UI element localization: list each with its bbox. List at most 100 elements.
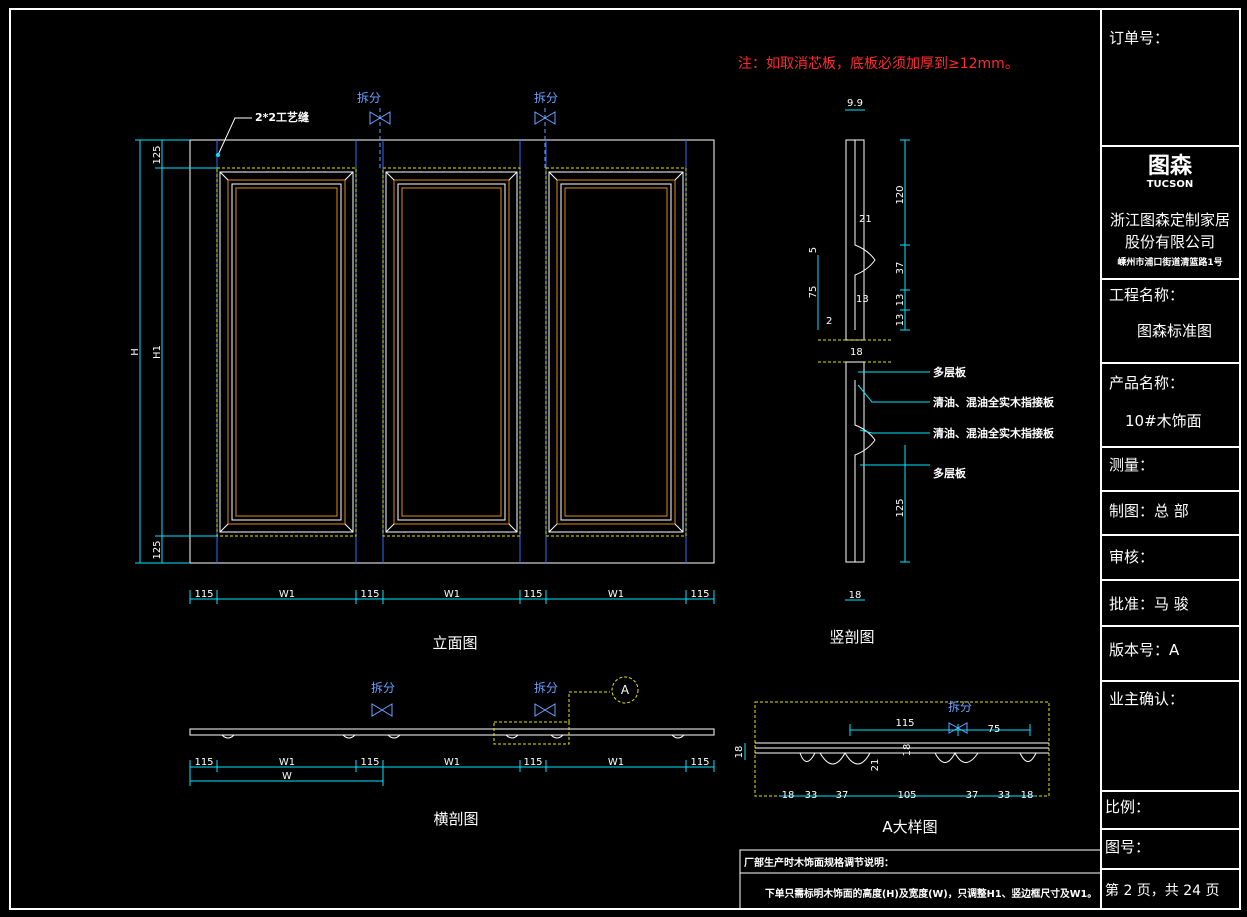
scale-label: 比例： [1105, 798, 1151, 816]
tb-owner: 业主确认： [1101, 680, 1239, 790]
drawing-frame [9, 8, 1241, 910]
vsec-dim-l2: 75 [808, 286, 819, 299]
elevation-panel-3 [545, 167, 687, 537]
detail-dim-b6: 33 [998, 790, 1011, 801]
detail-a-title: A大样图 [882, 818, 937, 836]
vsec-small-1: 21 [859, 214, 872, 225]
svg-text:拆分: 拆分 [371, 680, 395, 695]
dim-bottom-3: 115 [360, 589, 379, 600]
split-marker-2: 拆分 [534, 90, 558, 168]
product-label: 产品名称： [1109, 374, 1185, 392]
elevation-view: 拆分 拆分 2*2工艺缝 125 H1 125 H [130, 90, 715, 652]
company-line1: 浙江图森定制家居 [1109, 211, 1230, 229]
detail-dim-b5: 37 [966, 790, 979, 801]
svg-text:拆分: 拆分 [357, 90, 381, 105]
page-label: 第 2 页，共 24 页 [1105, 883, 1220, 899]
svg-text:拆分: 拆分 [948, 699, 972, 714]
vsec-callout-1: 多层板 [933, 365, 967, 379]
tb-review: 审核： [1101, 534, 1239, 579]
detail-dim-top-1: 115 [895, 718, 914, 729]
svg-text:拆分: 拆分 [534, 680, 558, 695]
vsec-dim-l1: 5 [808, 247, 819, 253]
detail-dim-top-2: 75 [988, 724, 1001, 735]
tb-product: 产品名称： 10#木饰面 [1101, 362, 1239, 446]
tb-version: 版本号：A [1101, 625, 1239, 680]
vertical-section: 9.9 120 37 13 13 125 5 75 2 21 13 [808, 98, 1055, 646]
hsec-dim-3: 115 [360, 757, 379, 768]
tb-page: 第 2 页，共 24 页 [1101, 868, 1239, 909]
detail-dim-b7: 18 [1021, 790, 1034, 801]
svg-text:2*2工艺缝: 2*2工艺缝 [255, 110, 309, 124]
svg-text:A: A [621, 683, 630, 697]
spec-note: 厂部生产时木饰面规格调节说明： 下单只需标明木饰面的高度(H)及宽度(W)，只调… [739, 849, 1102, 910]
elevation-left-dims [135, 139, 217, 564]
svg-text:拆分: 拆分 [534, 90, 558, 105]
dim-outer-h: H [130, 348, 141, 356]
dim-bottom-2: W1 [279, 589, 295, 600]
vsec-small-2: 13 [856, 294, 869, 305]
detail-a-marker [611, 676, 639, 704]
dim-bottom-4: W1 [444, 589, 460, 600]
dim-left-mid: H1 [152, 345, 163, 359]
company-logo: 图森 TUCSON [1101, 155, 1239, 191]
hsec-dim-6: W1 [608, 757, 624, 768]
hsec-split-1: 拆分 [371, 680, 395, 717]
dim-bottom-5: 115 [523, 589, 542, 600]
tb-drawing-no: 图号： [1101, 828, 1239, 868]
drawing-no-label: 图号： [1105, 838, 1151, 856]
owner-label: 业主确认： [1109, 690, 1185, 708]
review-label: 审核： [1109, 548, 1155, 566]
company-address: 嵊州市浦口街道清篮路1号 [1117, 258, 1223, 268]
hsec-dim-2: W1 [279, 757, 295, 768]
vsec-dim-r2: 37 [895, 262, 906, 275]
dim-bottom-1: 115 [194, 589, 213, 600]
drafter-label: 制图：总 部 [1109, 502, 1189, 520]
measure-label: 测量： [1109, 456, 1155, 474]
vsec-dim-r1: 120 [895, 185, 906, 204]
logo-en: TUCSON [1146, 179, 1194, 190]
dim-bottom-6: W1 [608, 589, 624, 600]
project-value: 图森标准图 [1137, 322, 1213, 340]
elevation-panel-2 [382, 167, 521, 537]
elevation-title: 立面图 [432, 634, 477, 652]
tb-measure: 测量： [1101, 446, 1239, 490]
approve-label: 批准：马 骏 [1109, 595, 1189, 613]
vsec-dim-r4: 13 [895, 314, 906, 327]
hsec-title: 横剖图 [433, 810, 478, 828]
vsec-callout-2: 清油、混油全实木指接板 [933, 395, 1055, 409]
logo-cn: 图森 [1147, 154, 1192, 179]
vsec-title: 竖剖图 [829, 628, 874, 646]
spec-note-title: 厂部生产时木饰面规格调节说明： [744, 856, 894, 869]
note-text: 注：如取消芯板，底板必须加厚到≥12mm。 [738, 56, 1019, 72]
detail-dim-left: 18 [734, 746, 745, 759]
dim-left-top: 125 [152, 145, 163, 164]
dim-left-bottom: 125 [152, 540, 163, 559]
tb-scale: 比例： [1101, 790, 1239, 828]
detail-dim-small: 21 [870, 759, 881, 772]
vsec-dim-top: 9.9 [847, 98, 863, 109]
vsec-callout-3: 清油、混油全实木指接板 [933, 426, 1055, 440]
dim-bottom-7: 115 [690, 589, 709, 600]
spec-note-body: 下单只需标明木饰面的高度(H)及宽度(W)，只调整H1、竖边框尺寸及W1。 [765, 887, 1097, 900]
vsec-dim-r5: 125 [895, 498, 906, 517]
vsec-dim-r3: 13 [895, 294, 906, 307]
project-label: 工程名称： [1109, 286, 1185, 304]
detail-dim-b4: 105 [897, 790, 916, 801]
tb-drafter: 制图：总 部 [1101, 490, 1239, 534]
groove-callout: 2*2工艺缝 [216, 110, 309, 157]
vsec-dim-bottom: 18 [849, 590, 862, 601]
tb-project: 工程名称： 图森标准图 [1101, 278, 1239, 362]
split-marker-1: 拆分 [357, 90, 391, 168]
hsec-split-2: 拆分 [534, 680, 558, 717]
elevation-bottom-dims [189, 590, 715, 604]
hsec-dim-total: W [282, 771, 292, 782]
vsec-dim-mid: 18 [850, 347, 863, 358]
hsec-dim-4: W1 [444, 757, 460, 768]
detail-dim-b3: 37 [836, 790, 849, 801]
hsec-dim-7: 115 [690, 757, 709, 768]
version-label: 版本号：A [1109, 641, 1180, 659]
detail-a: 拆分 115 75 18 18 21 18 33 37 105 37 33 18… [734, 699, 1050, 836]
tb-approve: 批准：马 骏 [1101, 579, 1239, 625]
detail-dim-b2: 33 [805, 790, 818, 801]
